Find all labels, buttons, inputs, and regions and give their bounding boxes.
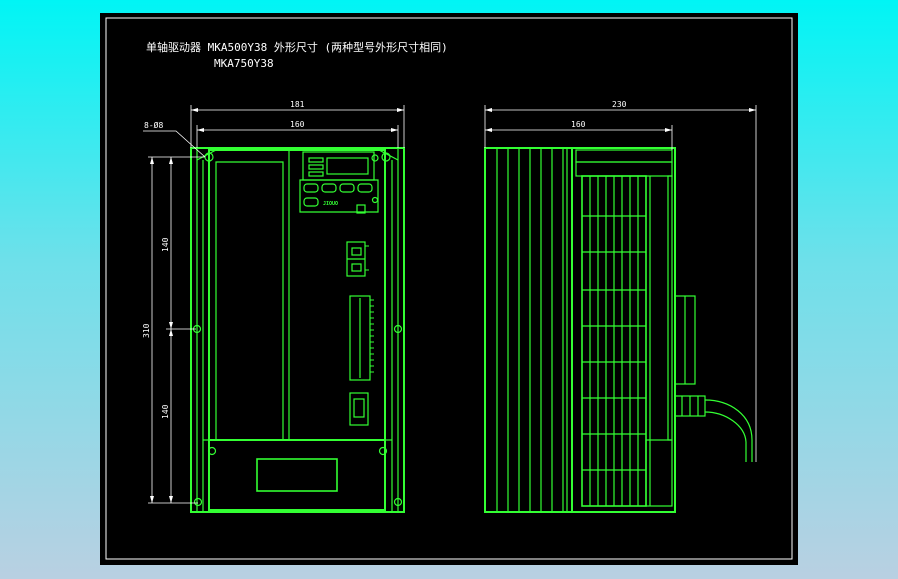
connector-cn3: [349, 392, 369, 426]
dim-front-height: 310: [142, 323, 151, 338]
front-view: [190, 147, 405, 513]
drawing-title-model2: MKA750Y38: [214, 57, 274, 70]
drawing-title: 单轴驱动器 MKA500Y38 外形尺寸 (两种型号外形尺寸相同): [146, 40, 448, 54]
dim-side-depth-total: 230: [612, 100, 627, 109]
dim-hole-pitch-bottom: 140: [161, 404, 170, 419]
drawing-sheet: [100, 13, 798, 565]
terminal-window: [256, 458, 338, 492]
cable: [704, 399, 753, 462]
dim-hole-pitch-top: 140: [161, 237, 170, 252]
heatsink-fins: [496, 148, 568, 512]
side-view: [484, 147, 753, 513]
brand-logo: JIOUO: [323, 201, 338, 207]
front-dim-arrows: [150, 108, 404, 503]
dim-front-width-inner: 160: [290, 120, 305, 129]
connector-cn2: [349, 295, 371, 381]
connector-pins: [365, 245, 374, 373]
dim-front-width-outer: 181: [290, 100, 305, 109]
front-dimensions: [143, 105, 405, 504]
vent-slots: [589, 176, 639, 506]
keypad: [299, 179, 379, 213]
side-dim-arrows: [485, 108, 756, 132]
display-window: [326, 157, 369, 175]
front-outline: [190, 147, 405, 513]
side-dimensions: [484, 105, 757, 462]
sheet-border: [105, 17, 793, 560]
vent-ribs: [582, 215, 646, 471]
dim-hole-callout: 8-Ø8: [144, 120, 163, 130]
dim-side-depth-body: 160: [571, 120, 586, 129]
terminal-block: [208, 439, 386, 511]
